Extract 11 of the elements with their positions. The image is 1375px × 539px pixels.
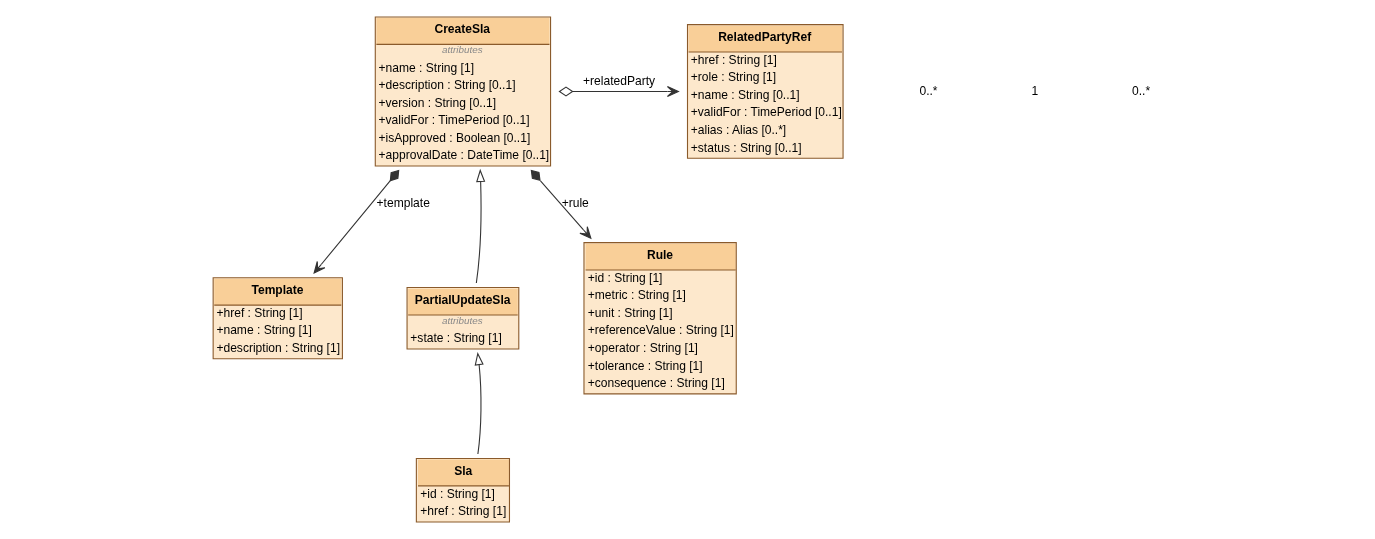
edge-label: +relatedParty [583, 73, 656, 88]
arrow [313, 169, 400, 274]
label: 1 [1031, 83, 1039, 98]
label: 0..* [1131, 83, 1151, 98]
edge-label: +rule [561, 196, 589, 211]
arrow [474, 352, 484, 455]
edge-label: +template [376, 196, 430, 211]
arrow [558, 86, 679, 97]
arrow [530, 169, 592, 239]
arrow [475, 168, 486, 284]
label: 0..* [919, 83, 938, 98]
